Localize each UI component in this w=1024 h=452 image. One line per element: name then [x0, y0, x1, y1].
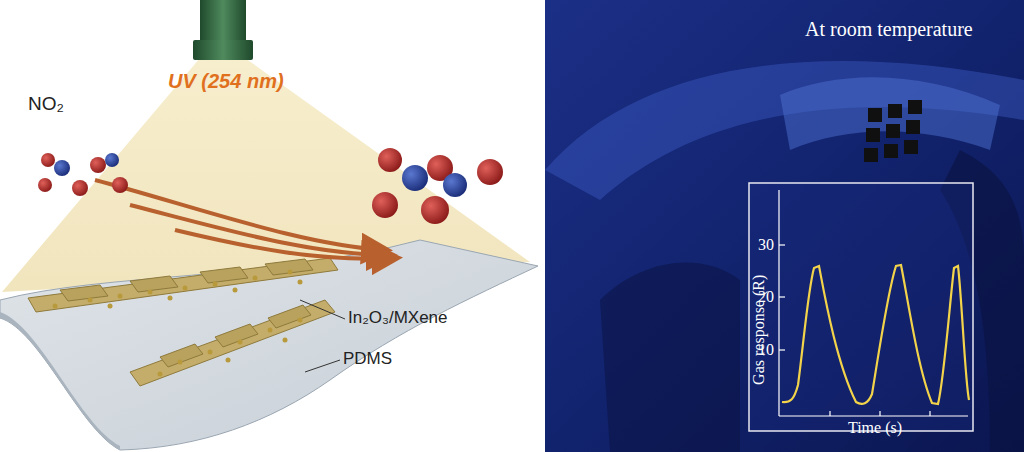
gas-label: NO₂: [28, 94, 64, 115]
condition-label: At room temperature: [805, 18, 973, 40]
tick-label: 30: [758, 236, 774, 254]
axis-title: Time (s): [848, 419, 902, 437]
substrate-label: PDMS: [343, 350, 392, 369]
uv-label: UV (254 nm): [168, 70, 284, 92]
axis-title: Gas response (R): [750, 275, 768, 385]
material-label: In₂O₃/MXene: [348, 309, 448, 328]
